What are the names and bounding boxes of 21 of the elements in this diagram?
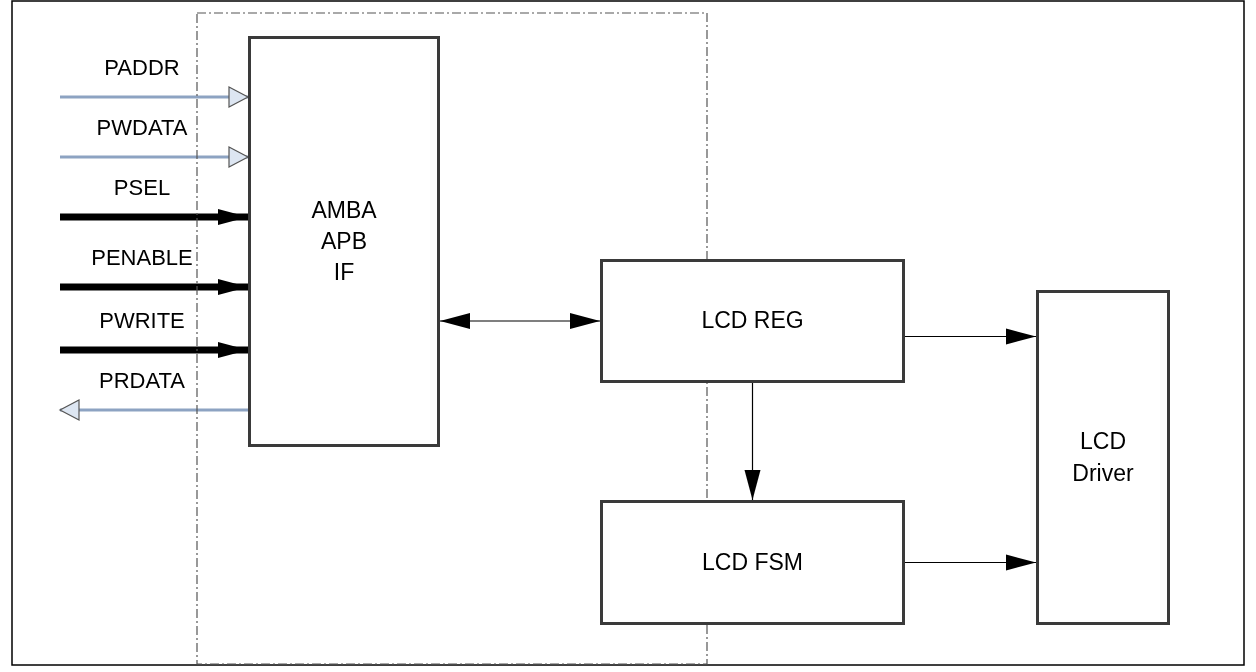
signal-label: PADDR	[104, 55, 180, 81]
arrow	[60, 146, 249, 168]
signal-label: PSEL	[113, 175, 171, 201]
block-box	[600, 500, 905, 625]
signal-label: PENABLE	[91, 245, 193, 271]
arrow	[60, 86, 249, 108]
arrow	[59, 399, 248, 421]
signal-label: PRDATA	[99, 368, 185, 394]
block-box	[600, 259, 905, 383]
block-label: AMBA APB IF	[310, 195, 378, 287]
arrow	[904, 328, 1037, 345]
block-label: LCD REG	[701, 306, 804, 336]
signal-label: PWDATA	[96, 115, 188, 141]
block-box	[1036, 290, 1170, 625]
arrow	[744, 382, 761, 501]
arrow	[904, 554, 1037, 571]
block-label: LCD FSM	[702, 547, 803, 577]
signal-label: PWRITE	[99, 308, 185, 334]
block-label: LCD Driver	[1071, 427, 1135, 488]
block-box	[248, 36, 440, 447]
double-arrow	[439, 313, 601, 329]
